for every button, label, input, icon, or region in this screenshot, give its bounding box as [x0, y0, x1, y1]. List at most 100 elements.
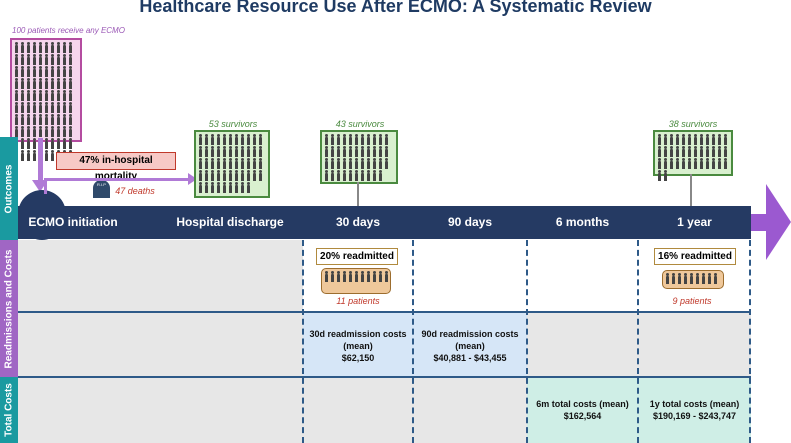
row-divider-1 — [18, 311, 751, 313]
person-icon — [366, 146, 371, 157]
person-icon — [68, 138, 73, 149]
person-icon — [50, 150, 55, 161]
person-icon — [20, 150, 25, 161]
person-icon — [699, 134, 704, 145]
person-icon — [252, 170, 257, 181]
person-icon — [228, 170, 233, 181]
person-icon — [56, 66, 61, 77]
person-icon — [32, 78, 37, 89]
survivors-30d-label: 43 survivors — [335, 119, 385, 129]
person-icon — [44, 126, 49, 137]
row-divider-2 — [18, 376, 751, 378]
tombstone-icon: R.I.P — [93, 180, 110, 198]
person-icon — [204, 170, 209, 181]
person-icon — [216, 146, 221, 157]
person-icon — [222, 158, 227, 169]
person-icon — [354, 271, 359, 282]
person-icon — [50, 90, 55, 101]
tombstone-text: R.I.P — [97, 182, 106, 187]
person-icon — [360, 146, 365, 157]
person-icon — [198, 146, 203, 157]
person-icon — [246, 146, 251, 157]
person-icon — [204, 146, 209, 157]
person-icon — [693, 146, 698, 157]
person-icon — [20, 66, 25, 77]
person-icon — [44, 114, 49, 125]
person-icon — [56, 78, 61, 89]
person-icon — [693, 134, 698, 145]
person-icon — [32, 126, 37, 137]
person-icon — [384, 134, 389, 145]
person-icon — [336, 158, 341, 169]
person-icon — [14, 66, 19, 77]
person-icon — [681, 146, 686, 157]
d30-people-grid — [322, 132, 396, 183]
timeline-1-year: 1 year — [677, 215, 712, 229]
person-icon — [372, 158, 377, 169]
y1-cost-cell — [638, 377, 751, 443]
person-icon — [372, 134, 377, 145]
person-icon — [20, 42, 25, 53]
person-icon — [234, 146, 239, 157]
person-icon — [372, 170, 377, 181]
person-icon — [717, 134, 722, 145]
person-icon — [44, 42, 49, 53]
person-icon — [68, 66, 73, 77]
timeline-start-bulb — [18, 190, 66, 240]
survivors-discharge-box — [194, 130, 270, 198]
cost-90d-label: 90d readmission costs (mean) — [421, 329, 519, 351]
timeline-ecmo-initiation: ECMO initiation — [28, 215, 118, 229]
person-icon — [32, 150, 37, 161]
person-icon — [222, 146, 227, 157]
person-icon — [50, 78, 55, 89]
person-icon — [62, 66, 67, 77]
person-icon — [258, 158, 263, 169]
timeline-30-days: 30 days — [335, 215, 381, 229]
cost-30d-value: $62,150 — [341, 353, 375, 363]
person-icon — [210, 134, 215, 145]
person-icon — [657, 146, 662, 157]
person-icon — [26, 54, 31, 65]
person-icon — [198, 134, 203, 145]
person-icon — [26, 138, 31, 149]
person-icon — [38, 114, 43, 125]
cost-30d: 30d readmission costs (mean) $62,150 — [305, 328, 411, 364]
person-icon — [324, 158, 329, 169]
person-icon — [354, 146, 359, 157]
person-icon — [26, 78, 31, 89]
person-icon — [705, 146, 710, 157]
person-icon — [687, 146, 692, 157]
person-icon — [258, 146, 263, 157]
survivors-1y-box — [653, 130, 733, 181]
person-icon — [44, 66, 49, 77]
person-icon — [348, 271, 353, 282]
person-icon — [68, 42, 73, 53]
person-icon — [32, 138, 37, 149]
person-icon — [14, 42, 19, 53]
person-icon — [62, 102, 67, 113]
person-icon — [20, 114, 25, 125]
person-icon — [699, 146, 704, 157]
person-icon — [348, 170, 353, 181]
timeline-end-arrowhead — [766, 184, 791, 260]
person-icon — [50, 102, 55, 113]
person-icon — [681, 158, 686, 169]
start-label: 100 patients receive any ECMO — [12, 26, 125, 35]
person-icon — [360, 134, 365, 145]
person-icon — [657, 170, 662, 181]
ecmo-connector-h — [44, 178, 190, 181]
section-total-costs: Total Costs — [0, 377, 18, 443]
person-icon — [50, 42, 55, 53]
person-icon — [32, 54, 37, 65]
person-icon — [378, 158, 383, 169]
person-icon — [68, 54, 73, 65]
person-icon — [717, 158, 722, 169]
survivors-discharge-label: 53 survivors — [208, 119, 258, 129]
person-icon — [228, 146, 233, 157]
person-icon — [26, 42, 31, 53]
person-icon — [252, 134, 257, 145]
person-icon — [657, 158, 662, 169]
col-divider-90d — [412, 240, 414, 443]
readmitted-30d-people — [321, 268, 391, 294]
person-icon — [669, 158, 674, 169]
